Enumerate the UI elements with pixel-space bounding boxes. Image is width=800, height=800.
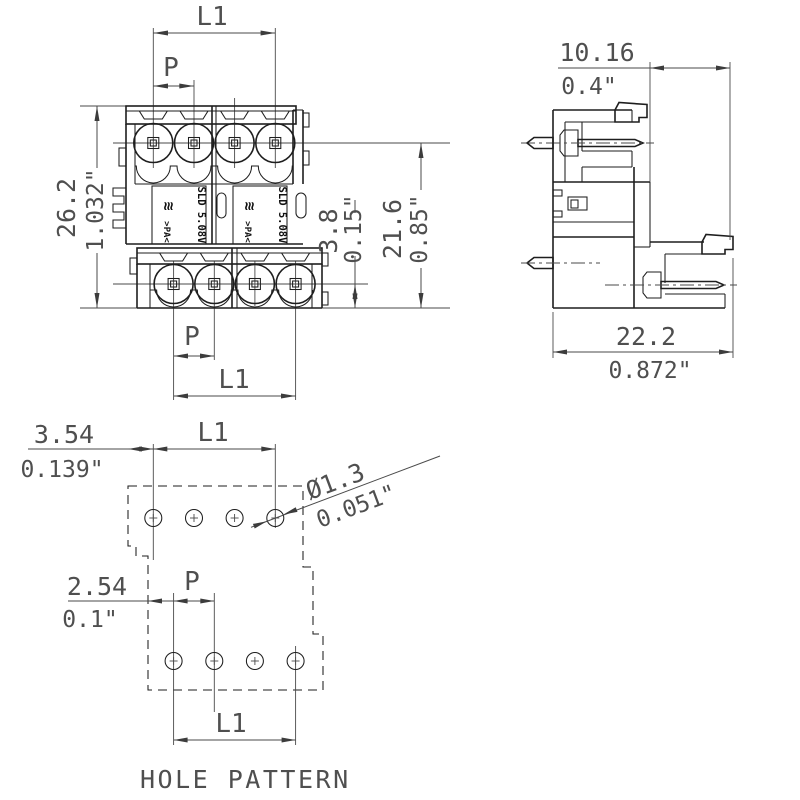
right-tab-lower-2 bbox=[321, 291, 329, 306]
side-view: 10.16 0.4" 22.2 0.872" bbox=[521, 38, 737, 384]
side-dimensions: 10.16 0.4" 22.2 0.872" bbox=[552, 38, 734, 384]
lower-contact-pin bbox=[660, 280, 726, 290]
screw-terminal bbox=[275, 263, 316, 305]
front-view: ≋ >PA< SLD 5.08V ≋ >PA< SLD 5.08V bbox=[52, 2, 450, 400]
product-marking: SLD 5.08V bbox=[276, 187, 288, 245]
latch-slot-2 bbox=[295, 192, 307, 219]
brand-logo-icon: ≋ bbox=[241, 201, 259, 210]
upper-deck-body bbox=[118, 106, 310, 244]
hole-pattern-dimensions: 3.54 0.139" L1 Ø1.3 0.051" 2.54 0.1" P L… bbox=[20, 418, 441, 743]
dim-l1-bottom: L1 bbox=[215, 709, 246, 739]
brand-logo-icon: ≋ bbox=[160, 201, 178, 210]
lower-pin-support bbox=[642, 271, 662, 299]
dim-l1-top: L1 bbox=[196, 2, 227, 32]
lower-deck-body bbox=[129, 248, 329, 309]
screw-terminal bbox=[133, 122, 174, 164]
upper-pin-support bbox=[559, 129, 579, 157]
dim-depth-mm: 22.2 bbox=[616, 322, 676, 351]
terminal-row-1 bbox=[133, 122, 296, 164]
upper-flange-tab bbox=[614, 101, 648, 123]
product-marking: SLD 5.08V bbox=[195, 187, 207, 245]
dim-l1-bottom: L1 bbox=[218, 365, 249, 395]
row1-scallops bbox=[135, 165, 293, 184]
dim-row-offset-mm: 3.8 bbox=[314, 208, 343, 253]
dim-height-mm: 26.2 bbox=[52, 178, 81, 238]
material-mark: >PA< bbox=[161, 221, 171, 243]
left-tab-upper bbox=[118, 147, 127, 167]
screw-terminal bbox=[234, 263, 276, 305]
material-mark: >PA< bbox=[242, 221, 252, 243]
dim-row-offset-in: 0.15" bbox=[341, 194, 367, 263]
front-dimensions: L1 P 26.2 1.032" 21.6 0.85" 3.8 0.15" bbox=[52, 2, 433, 399]
dim-depth-in: 0.872" bbox=[608, 358, 691, 384]
lower-deck-cap bbox=[136, 247, 323, 265]
dim-row-pitch-mm: 10.16 bbox=[559, 38, 634, 67]
front-centerlines bbox=[80, 28, 450, 400]
dim-p: P bbox=[184, 567, 200, 597]
dim-row-offset-in: 0.1" bbox=[62, 607, 117, 633]
terminal-row-2 bbox=[153, 263, 316, 305]
upper-deck-cap bbox=[125, 105, 297, 125]
hole-pattern-view: 3.54 0.139" L1 Ø1.3 0.051" 2.54 0.1" P L… bbox=[20, 418, 441, 794]
dim-upper-row-mm: 21.6 bbox=[378, 199, 407, 259]
screw-terminal bbox=[254, 122, 296, 164]
dim-edge-mm: 3.54 bbox=[34, 420, 94, 449]
drill-hole bbox=[225, 508, 244, 528]
screw-terminal bbox=[153, 263, 194, 305]
dim-height-in: 1.032" bbox=[83, 168, 109, 251]
latch-detail bbox=[567, 196, 588, 211]
right-tab-lower-1 bbox=[321, 252, 329, 267]
dim-row-pitch-in: 0.4" bbox=[561, 74, 616, 100]
right-tab-upper-1 bbox=[302, 112, 310, 128]
left-tab-lower bbox=[129, 257, 138, 275]
dim-upper-row-in: 0.85" bbox=[407, 194, 433, 263]
hole-row-bottom bbox=[164, 651, 305, 671]
dim-edge-in: 0.139" bbox=[20, 457, 103, 483]
pcb-outline-dashed bbox=[127, 485, 324, 691]
row2-scallops bbox=[150, 289, 314, 308]
dim-p-top: P bbox=[163, 53, 179, 83]
dim-l1-top: L1 bbox=[197, 418, 228, 448]
solder-pin-upper bbox=[525, 136, 554, 150]
drill-hole bbox=[205, 651, 224, 671]
lower-flange-tab bbox=[701, 233, 734, 255]
marking-section: ≋ >PA< SLD 5.08V ≋ >PA< SLD 5.08V bbox=[112, 185, 307, 245]
right-tab-upper-2 bbox=[302, 150, 310, 166]
drill-hole bbox=[184, 508, 204, 528]
drill-hole bbox=[286, 651, 305, 671]
dim-p-bottom: P bbox=[184, 322, 200, 352]
drill-hole bbox=[245, 651, 264, 671]
screw-terminal bbox=[194, 263, 235, 305]
hole-row-top bbox=[144, 508, 285, 528]
left-latch-profile bbox=[112, 187, 126, 229]
screw-terminal bbox=[173, 122, 215, 164]
drill-hole bbox=[164, 651, 183, 671]
dim-row-offset-mm: 2.54 bbox=[67, 572, 127, 601]
latch-slot-1 bbox=[216, 192, 227, 219]
hole-pattern-title: HOLE PATTERN bbox=[140, 765, 351, 794]
drill-hole bbox=[144, 508, 163, 528]
upper-contact-pin bbox=[577, 138, 645, 148]
screw-terminal bbox=[214, 122, 255, 164]
